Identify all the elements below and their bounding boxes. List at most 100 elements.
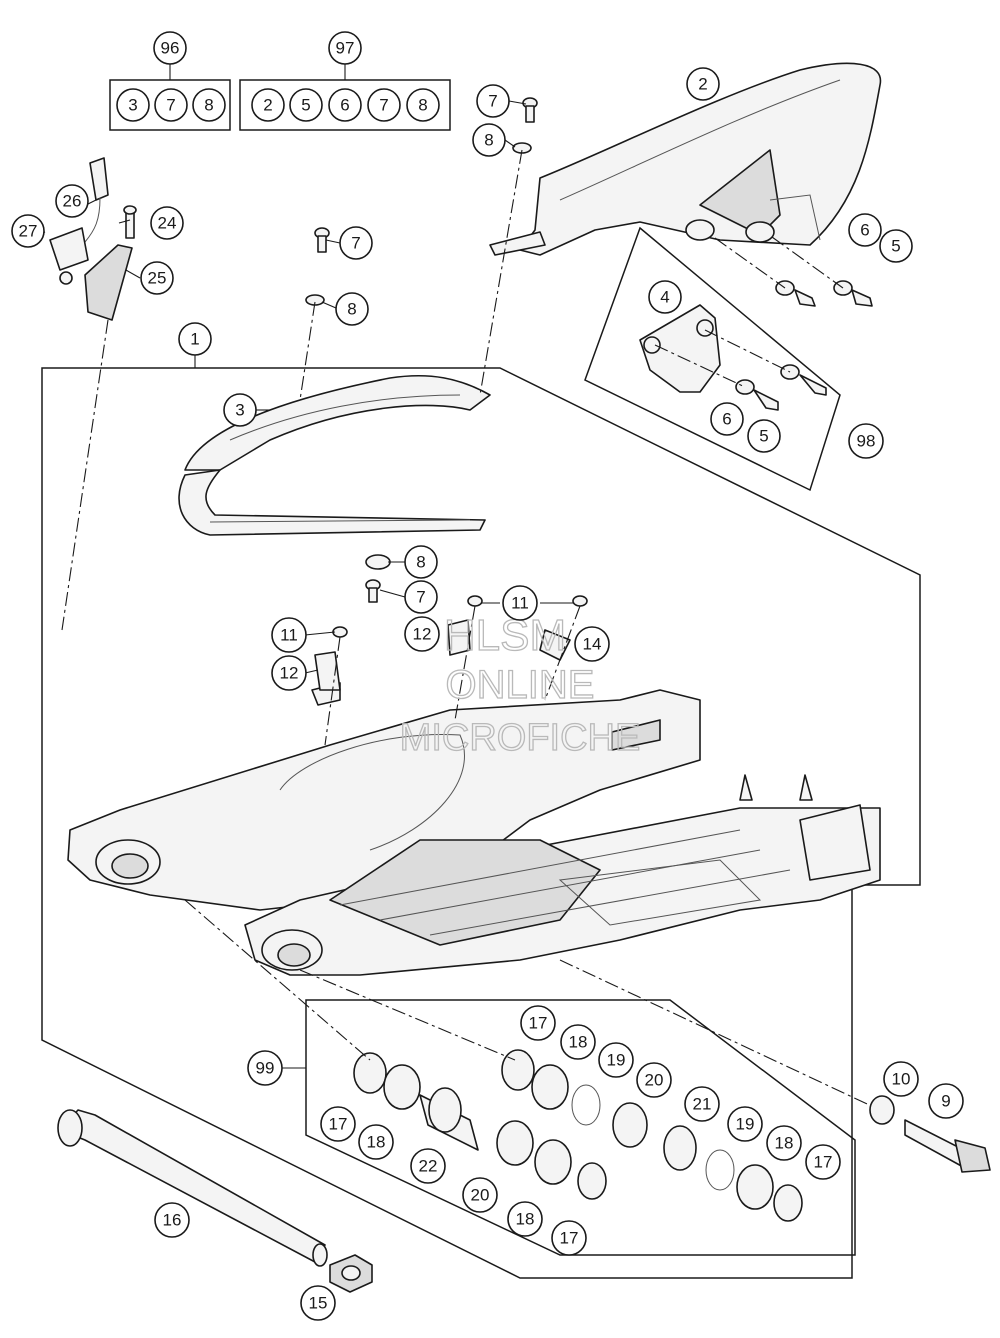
callout-8-label: 8 bbox=[484, 131, 493, 150]
callout-5: 5 bbox=[879, 229, 913, 263]
callout-4: 4 bbox=[648, 280, 682, 314]
guard-bracket-part bbox=[639, 304, 721, 393]
kit-97-member-label: 2 bbox=[263, 96, 272, 115]
callout-1: 1 bbox=[178, 322, 212, 356]
callout-20-label: 20 bbox=[471, 1186, 490, 1205]
callouts: 96 97 3 7 8 2 5 6 7 8 2 7 8 26 24 27 7 6… bbox=[11, 31, 964, 1321]
callout-8: 8 bbox=[404, 545, 438, 579]
callout-19-label: 19 bbox=[607, 1051, 626, 1070]
callout-11: 11 bbox=[271, 617, 307, 653]
kit-97-member-label: 6 bbox=[340, 96, 349, 115]
callout-16: 16 bbox=[154, 1202, 190, 1238]
callout-12: 12 bbox=[404, 616, 440, 652]
callout-26: 26 bbox=[55, 184, 89, 218]
kit-97-member-label: 5 bbox=[301, 96, 310, 115]
callout-10-label: 10 bbox=[892, 1070, 911, 1089]
callout-20-label: 20 bbox=[645, 1071, 664, 1090]
callout-18-label: 18 bbox=[516, 1210, 535, 1229]
kit-96-member-label: 7 bbox=[166, 96, 175, 115]
callout-8-label: 8 bbox=[416, 553, 425, 572]
callout-6-label: 6 bbox=[722, 410, 731, 429]
bolt-washer-set bbox=[654, 236, 873, 411]
swingarm-part bbox=[67, 682, 881, 976]
callout-11-label: 11 bbox=[511, 594, 529, 613]
kit-96-member-label: 3 bbox=[128, 96, 137, 115]
callout-6-label: 6 bbox=[860, 221, 869, 240]
callout-20: 20 bbox=[636, 1062, 672, 1098]
callout-17-label: 17 bbox=[329, 1115, 348, 1134]
callout-9: 9 bbox=[928, 1083, 964, 1119]
callout-18: 18 bbox=[766, 1125, 802, 1161]
kit-97-member: 7 bbox=[367, 88, 401, 122]
callout-16-label: 16 bbox=[163, 1211, 182, 1230]
callout-5-label: 5 bbox=[759, 427, 768, 446]
callout-22-label: 22 bbox=[419, 1157, 438, 1176]
kit-97-member: 6 bbox=[328, 88, 362, 122]
callout-5: 5 bbox=[747, 419, 781, 453]
kit-96-box bbox=[109, 62, 231, 131]
callout-14-label: 14 bbox=[583, 635, 602, 654]
callout-98: 98 bbox=[848, 423, 884, 459]
callout-3: 3 bbox=[223, 393, 257, 427]
callout-17-label: 17 bbox=[529, 1014, 548, 1033]
kit-97-member-label: 8 bbox=[418, 96, 427, 115]
callout-7: 7 bbox=[476, 84, 510, 118]
pivot-shaft-part bbox=[57, 1109, 373, 1293]
callout-96: 96 bbox=[153, 31, 187, 65]
chain-guard-part bbox=[489, 62, 882, 256]
callout-18: 18 bbox=[507, 1201, 543, 1237]
callout-25: 25 bbox=[140, 261, 174, 295]
callout-12-label: 12 bbox=[280, 664, 299, 683]
callout-5-label: 5 bbox=[891, 237, 900, 256]
callout-19-label: 19 bbox=[736, 1115, 755, 1134]
callout-18: 18 bbox=[560, 1024, 596, 1060]
callout-26-label: 26 bbox=[63, 192, 82, 211]
kit-97-member-label: 7 bbox=[379, 96, 388, 115]
leader-lines bbox=[37, 100, 574, 674]
kit-96-member: 3 bbox=[116, 88, 150, 122]
callout-6: 6 bbox=[848, 213, 882, 247]
kit-97-member: 8 bbox=[406, 88, 440, 122]
callout-15: 15 bbox=[300, 1285, 336, 1321]
callout-27: 27 bbox=[11, 214, 45, 248]
callout-12-label: 12 bbox=[413, 625, 432, 644]
callout-19: 19 bbox=[727, 1106, 763, 1142]
kit-97-member: 5 bbox=[289, 88, 323, 122]
callout-12: 12 bbox=[271, 655, 307, 691]
callout-99: 99 bbox=[247, 1050, 283, 1086]
callout-4-label: 4 bbox=[660, 288, 669, 307]
bearing-stack bbox=[184, 899, 881, 1222]
callout-24-label: 24 bbox=[158, 214, 177, 233]
watermark: HLSM ONLINE MICROFICHE bbox=[399, 610, 641, 759]
callout-7-label: 7 bbox=[416, 588, 425, 607]
callout-11-label: 11 bbox=[280, 626, 298, 645]
sensor-assembly bbox=[30, 157, 137, 631]
callout-25-label: 25 bbox=[148, 269, 167, 288]
callout-15-label: 15 bbox=[309, 1294, 328, 1313]
axle-bolt-part bbox=[869, 1095, 991, 1173]
kit-97-box bbox=[239, 62, 451, 131]
callout-14: 14 bbox=[574, 626, 610, 662]
callout-17-label: 17 bbox=[560, 1229, 579, 1248]
callout-21: 21 bbox=[684, 1086, 720, 1122]
kit-96-member: 8 bbox=[192, 88, 226, 122]
bearing-kit-99-frame bbox=[305, 999, 856, 1256]
callout-19: 19 bbox=[598, 1042, 634, 1078]
callout-17: 17 bbox=[805, 1144, 841, 1180]
callout-24: 24 bbox=[150, 206, 184, 240]
callout-17: 17 bbox=[520, 1005, 556, 1041]
callout-18-label: 18 bbox=[569, 1033, 588, 1052]
watermark-line-2: ONLINE bbox=[446, 663, 595, 707]
callout-22: 22 bbox=[410, 1148, 446, 1184]
callout-11: 11 bbox=[502, 585, 538, 621]
callout-7: 7 bbox=[339, 226, 373, 260]
callout-2: 2 bbox=[686, 67, 720, 101]
callout-17: 17 bbox=[320, 1106, 356, 1142]
callout-18-label: 18 bbox=[775, 1134, 794, 1153]
clip-bracket-set bbox=[314, 595, 588, 746]
callout-2-label: 2 bbox=[698, 75, 707, 94]
callout-8-label: 8 bbox=[347, 300, 356, 319]
kit-97-member: 2 bbox=[251, 88, 285, 122]
callout-97-label: 97 bbox=[336, 39, 355, 58]
chain-slider-part bbox=[178, 374, 491, 536]
